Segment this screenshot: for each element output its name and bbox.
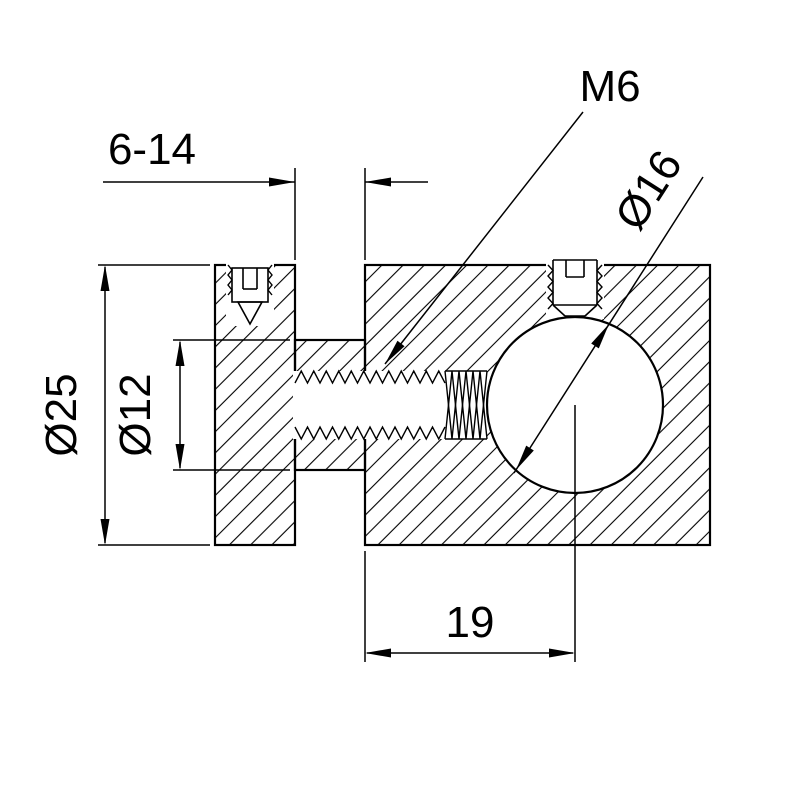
- dim-flange-diameter-label: Ø25: [37, 373, 86, 456]
- part-section: [213, 259, 712, 547]
- dim-bore-diameter-label: Ø16: [606, 142, 692, 238]
- arrow-up-icon: [175, 340, 185, 366]
- stud-thread-top-profile: [294, 369, 446, 385]
- set-screw-hole: [546, 263, 604, 319]
- cap-screw-tip: [236, 301, 264, 326]
- dim-spacer-diameter: Ø12: [111, 339, 290, 471]
- dim-center-distance: 19: [364, 405, 576, 662]
- stud-thread-bottom-profile: [294, 425, 446, 441]
- stud-thread-channel: [293, 371, 487, 439]
- set-screw: [547, 259, 603, 317]
- stud-thread: [294, 369, 488, 441]
- set-screw-chamfer-right: [584, 304, 598, 317]
- set-screw-hole-thread-left: [547, 264, 554, 310]
- thread-leader-line: [384, 111, 584, 365]
- dim-thread-callout: M6: [381, 62, 641, 367]
- set-screw-hole-thread-right: [596, 264, 603, 310]
- dim-flange-diameter: Ø25: [37, 264, 210, 546]
- dim-spacer-diameter-label: Ø12: [111, 373, 160, 456]
- arrow-right-icon: [549, 648, 575, 658]
- dim-gap: 6-14: [103, 125, 428, 260]
- cap-screw-hole: [226, 263, 274, 326]
- dim-thread-label: M6: [579, 62, 640, 111]
- arrow-up-icon: [100, 265, 110, 291]
- arrow-right-icon: [269, 177, 295, 187]
- dim-gap-label: 6-14: [108, 125, 196, 174]
- arrow-down-icon: [100, 519, 110, 545]
- dim-center-distance-label: 19: [446, 598, 495, 647]
- arrow-down-icon: [175, 444, 185, 470]
- arrow-left-icon: [365, 177, 391, 187]
- arrow-left-icon: [365, 648, 391, 658]
- set-screw-chamfer-left: [552, 304, 566, 317]
- cap-screw: [227, 264, 273, 326]
